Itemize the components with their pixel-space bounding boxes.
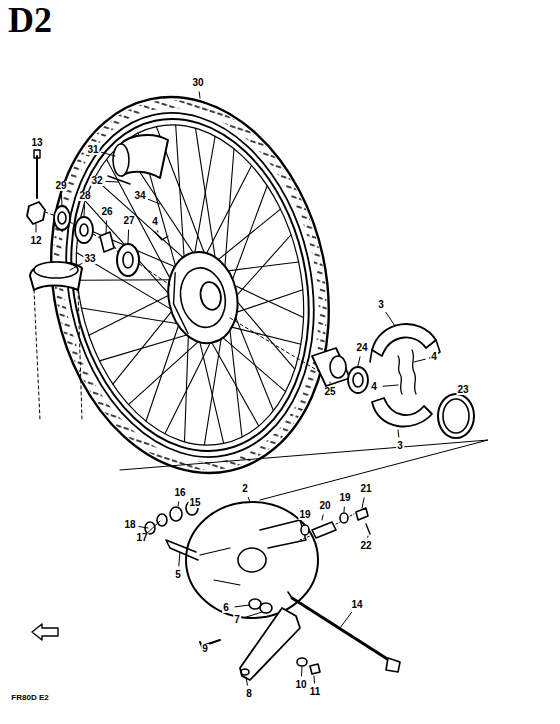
leader-line [84,205,86,216]
spoke [183,336,243,445]
leader-line [106,181,118,183]
callout-number: 13 [30,138,43,148]
spoke [98,334,191,361]
leader-line [362,498,364,508]
leader-line [248,497,250,502]
leader-line [157,231,158,232]
leader-line [61,195,63,205]
direction-arrow [32,624,58,640]
spoke [118,340,210,404]
callout-number: 24 [355,343,368,353]
callout-number: 4 [430,352,438,362]
spoke [187,128,225,270]
page-title: D2 [8,2,52,38]
spoke [209,209,288,261]
callout-number: 28 [78,191,91,201]
wheel [17,71,362,499]
spoke [190,165,268,255]
callout-number: 21 [359,484,372,494]
callout-number: 4 [151,217,159,227]
spoke [81,289,179,344]
callout-number: 7 [233,615,241,625]
callout-number: 32 [90,176,103,186]
callout-number: 9 [201,644,209,654]
tire-section [30,135,168,420]
spoke [76,235,173,328]
callout-number: 29 [54,181,67,191]
callout-number: 14 [350,600,363,610]
callout-number: 23 [456,385,469,395]
callout-number: 11 [309,687,322,697]
callout-number: 12 [29,236,42,246]
callout-number: 10 [294,680,307,690]
spoke [84,291,182,335]
leader-line [367,536,368,537]
leader-line [314,676,315,683]
leader-line [36,224,37,232]
spoke [232,272,303,331]
leader-line [301,667,303,676]
leader-line [128,230,130,243]
callout-number: 19 [298,510,311,520]
leader-line [344,507,345,512]
callout-number: 26 [100,207,113,217]
callout-number: 18 [123,520,136,530]
leader-line [102,152,115,156]
spoke [79,207,183,290]
callout-number: 4 [370,382,378,392]
leader-line [383,385,398,386]
leader-line [340,612,352,628]
callout-number: 31 [86,145,99,155]
leader-line [414,359,425,362]
callout-number: 33 [83,254,96,264]
spoke [148,341,228,434]
leader-line [330,382,331,383]
callout-number: 19 [338,493,351,503]
leader-line [358,357,360,366]
leader-line [179,552,180,566]
spoke [171,136,238,254]
callout-number: 27 [122,216,135,226]
callout-number: 3 [377,300,385,310]
spoke [234,311,273,415]
callout-number: 30 [191,78,204,88]
leader-line [398,430,400,437]
leader-line [149,521,160,532]
leader-line [246,612,262,617]
callout-number: 17 [135,533,148,543]
callout-number: 2 [241,484,249,494]
leader-line [106,221,108,234]
brake-panel [145,501,400,680]
leader-line [199,92,201,98]
hub-parts [27,150,170,285]
leader-line [148,199,160,204]
callout-number: 25 [323,387,336,397]
leader-line [235,605,250,607]
callout-number: 5 [174,570,182,580]
callout-number: 34 [133,191,146,201]
leader-line [322,515,323,520]
callout-number: 8 [245,689,253,699]
callout-number: 6 [222,603,230,613]
model-code: FR80D E2 [10,694,49,702]
leader-line [178,502,180,506]
spoke [235,290,294,378]
callout-number: 3 [396,441,404,451]
callout-number: 20 [318,501,331,511]
spoke [85,188,170,309]
spoke [219,327,252,437]
leader-line [246,677,247,685]
callout-number: 22 [359,541,372,551]
leader-line [386,312,395,326]
leader-line [70,263,82,270]
callout-number: 15 [188,498,201,508]
leader-line [139,526,148,528]
brake-parts [120,318,488,500]
callout-number: 16 [173,488,186,498]
